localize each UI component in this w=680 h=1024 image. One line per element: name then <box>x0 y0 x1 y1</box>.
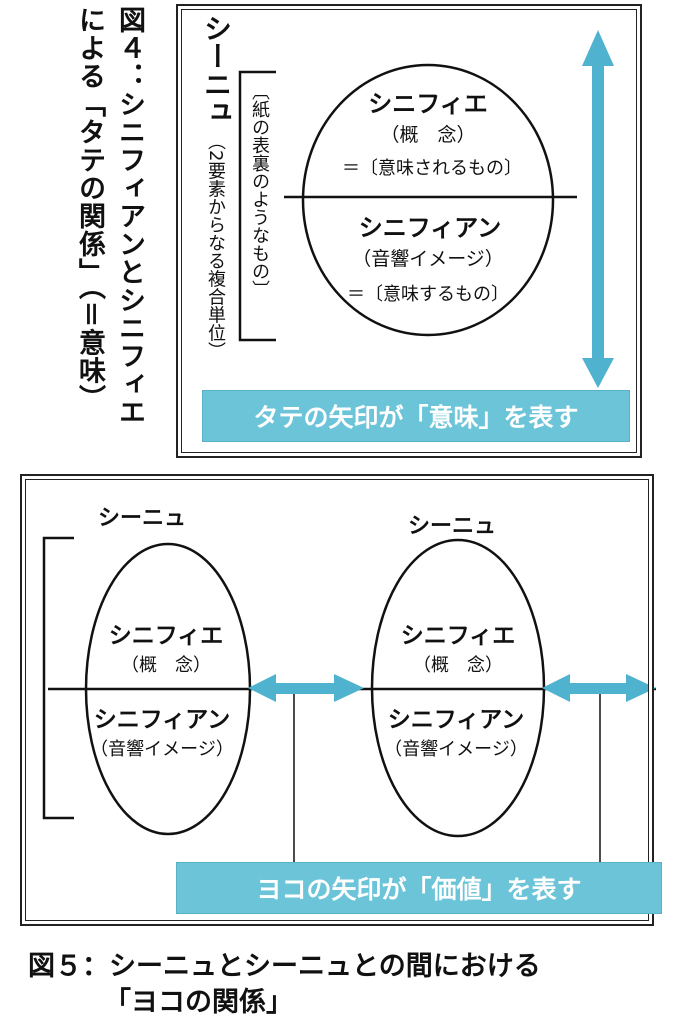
fig5-right-signifiant: シニフィアン <box>387 707 525 733</box>
fig4-bracket-note: 〔紙の表裏のようなもの〕 <box>249 82 270 298</box>
fig4-caption-line2: による「タテの関係」（＝意味） <box>74 6 105 413</box>
fig5-banner: ヨコの矢印が「価値」を表す <box>176 862 662 914</box>
fig5-right-title: シーニュ <box>408 514 497 539</box>
fig5-bracket <box>42 536 74 820</box>
fig4-sign-note: （2要素からなる複合単位） <box>205 132 226 360</box>
fig5-caption-line1: 図５：シーニュとシーニュとの間における <box>28 951 541 982</box>
fig5-left-concept: （概 念） <box>121 655 211 676</box>
fig5-left-signifiant: シニフィアン <box>93 707 231 733</box>
fig5-right-signifie: シニフィエ <box>400 623 516 649</box>
fig4-image: （音響イメージ） <box>352 248 504 270</box>
fig5-left-signifie: シニフィエ <box>108 623 224 649</box>
fig4-vertical-arrow <box>582 30 614 388</box>
fig4-sign-title: シーニュ <box>200 14 233 126</box>
fig4-signifiant-desc: ＝〔意味するもの〕 <box>347 284 509 305</box>
fig4-signifie-desc: ＝〔意味されるもの〕 <box>342 158 522 179</box>
fig4-signifie: シニフィエ <box>368 90 488 118</box>
fig5-left-image: （音響イメージ） <box>90 739 234 760</box>
fig4-banner: タテの矢印が「意味」を表す <box>202 390 630 442</box>
fig4-concept: （概 念） <box>380 124 476 146</box>
fig4-bracket <box>238 70 276 342</box>
fig5-right-image: （音響イメージ） <box>384 739 528 760</box>
fig5-caption-line2: 「ヨコの関係」 <box>104 987 293 1018</box>
fig5-horizontal-arrow-2 <box>542 674 656 702</box>
fig4-frame <box>176 4 642 458</box>
fig4-caption-line1: 図４：シニフィアンとシニフィエ <box>114 6 145 426</box>
fig4-sign-ellipse <box>301 63 555 337</box>
fig5-frame <box>20 474 654 926</box>
fig5-right-concept: （概 念） <box>413 655 503 676</box>
fig5-horizontal-arrow-1 <box>248 674 364 702</box>
fig4-signifiant: シニフィアン <box>358 214 502 242</box>
fig5-left-title: シーニュ <box>98 506 187 531</box>
